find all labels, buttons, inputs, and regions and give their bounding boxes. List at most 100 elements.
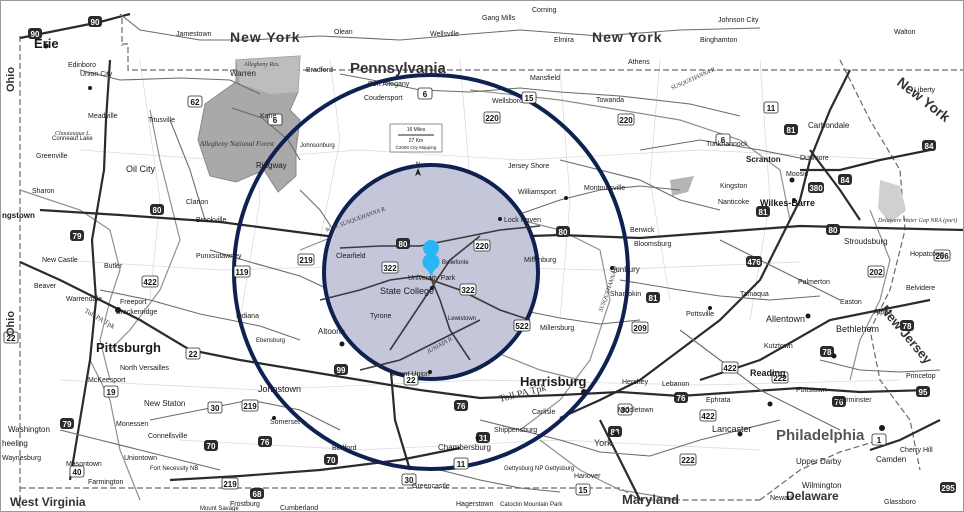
svg-text:422: 422 xyxy=(701,412,715,421)
label-chautauqua: Chautauqua L. xyxy=(55,131,91,137)
city-shippensburg: Shippensburg xyxy=(494,427,537,434)
city-altoona: Altoona xyxy=(318,327,346,336)
city-indiana: Indiana xyxy=(236,313,259,320)
city-mifflinburg: Mifflinburg xyxy=(524,257,556,264)
shield-i76a: 76 xyxy=(258,436,272,447)
shield-us222a: 222 xyxy=(771,371,789,384)
svg-text:80: 80 xyxy=(399,240,408,249)
city-cherry-hill: Cherry Hill xyxy=(900,447,933,454)
svg-text:119: 119 xyxy=(236,268,249,277)
svg-text:219: 219 xyxy=(243,402,257,411)
shield-i90b: 90 xyxy=(28,28,42,39)
city-mount-savage: Mount Savage xyxy=(200,506,239,512)
shield-us422a: 422 xyxy=(141,275,159,288)
svg-text:30: 30 xyxy=(405,476,414,485)
city-nanticoke: Nanticoke xyxy=(718,199,749,206)
shield-i76c: 76 xyxy=(674,392,688,403)
svg-text:30: 30 xyxy=(211,404,220,413)
shield-us6b: 6 xyxy=(267,113,283,126)
city-wilmington: Wilmington xyxy=(802,481,842,490)
city-masontown: Masontown xyxy=(66,461,102,468)
city-university-park: University Park xyxy=(408,275,456,282)
city-uniontown: Uniontown xyxy=(124,455,157,462)
shield-i81b: 81 xyxy=(646,292,660,303)
city-conneaut-lake: Conneaut Lake xyxy=(52,136,93,142)
city-chambersburg: Chambersburg xyxy=(438,443,491,452)
svg-text:81: 81 xyxy=(649,294,658,303)
city-shamokin: Shamokin xyxy=(610,291,641,298)
city-easton: Easton xyxy=(840,299,862,306)
city-moosic: Moosic xyxy=(786,171,809,178)
shield-us422c: 422 xyxy=(699,409,717,422)
city-youngstown: ngstown xyxy=(2,211,35,220)
svg-text:22: 22 xyxy=(7,334,16,343)
city-connellsville: Connellsville xyxy=(148,433,187,440)
city-greenville: Greenville xyxy=(36,153,68,160)
city-somerset: Somerset xyxy=(270,419,300,426)
center-location-marker[interactable] xyxy=(422,240,440,276)
city-bellefonte: Bellefonte xyxy=(442,260,469,266)
city-middletown: Middletown xyxy=(618,407,654,414)
city-washington: Washington xyxy=(8,425,50,434)
city-hershey: Hershey xyxy=(622,379,649,386)
shield-i79a: 79 xyxy=(70,230,84,241)
city-corning: Corning xyxy=(532,7,557,14)
shield-us119: 119 xyxy=(233,265,251,278)
svg-text:209: 209 xyxy=(633,324,647,333)
allegheny-national-forest xyxy=(197,55,906,224)
city-new-stanton: New Staton xyxy=(144,399,185,408)
shield-i80a: 80 xyxy=(150,204,164,215)
city-brackenridge: Brackenridge xyxy=(116,309,157,316)
city-north-versailles: North Versailles xyxy=(120,365,170,372)
city-hopatcong: Hopatcong xyxy=(910,251,944,258)
major-highways xyxy=(19,12,964,501)
svg-text:422: 422 xyxy=(143,278,157,287)
city-bethlehem: Bethlehem xyxy=(836,324,879,334)
scale-miles-label: 16 Miles xyxy=(407,127,426,133)
shield-i90a: 90 xyxy=(88,16,102,27)
svg-text:19: 19 xyxy=(107,388,116,397)
shield-i476: 476 xyxy=(746,256,762,267)
shield-us322b: 322 xyxy=(459,283,477,296)
svg-text:84: 84 xyxy=(841,176,850,185)
svg-text:6: 6 xyxy=(273,116,278,125)
city-sharon: Sharon xyxy=(32,188,55,195)
label-allegheny-nf: Allegheny National Forest xyxy=(199,140,275,148)
shield-i81d: 81 xyxy=(756,206,770,217)
city-wellsboro: Wellsboro xyxy=(492,98,523,105)
svg-text:78: 78 xyxy=(823,348,832,357)
svg-text:15: 15 xyxy=(525,94,534,103)
city-jersey-shore: Jersey Shore xyxy=(508,163,549,170)
svg-text:219: 219 xyxy=(223,480,237,489)
city-reading: Reading xyxy=(750,368,786,378)
city-mansfield: Mansfield xyxy=(530,75,560,82)
north-arrow-icon: N xyxy=(416,162,420,168)
svg-text:78: 78 xyxy=(903,322,912,331)
city-camden: Camden xyxy=(876,455,906,464)
svg-text:62: 62 xyxy=(191,98,200,107)
shield-i81a: 81 xyxy=(476,432,490,443)
city-olean: Olean xyxy=(334,29,353,36)
svg-text:76: 76 xyxy=(261,438,270,447)
svg-text:99: 99 xyxy=(337,366,346,375)
city-glassboro: Glassboro xyxy=(884,499,916,506)
city-liberty: Liberty xyxy=(914,87,936,94)
city-elmira: Elmira xyxy=(554,37,574,44)
svg-text:202: 202 xyxy=(869,268,883,277)
shield-us40: 40 xyxy=(69,465,85,478)
city-port-allegany: Port Allegany xyxy=(368,81,410,88)
shield-us62: 62 xyxy=(187,95,203,108)
state-label-ohio-bottom: Ohio xyxy=(5,311,17,336)
svg-text:22: 22 xyxy=(189,350,198,359)
shield-i380: 380 xyxy=(808,182,824,193)
svg-text:68: 68 xyxy=(253,490,262,499)
shield-us22c: 22 xyxy=(403,373,419,386)
svg-text:6: 6 xyxy=(721,136,726,145)
shield-us1: 1 xyxy=(871,433,887,446)
city-dunmore: Dunmore xyxy=(800,155,829,162)
svg-text:222: 222 xyxy=(681,456,695,465)
shield-i84a: 84 xyxy=(838,174,852,185)
scale-legend: 16 Miles 27 Km ©2008 City Mapping N xyxy=(389,123,443,176)
